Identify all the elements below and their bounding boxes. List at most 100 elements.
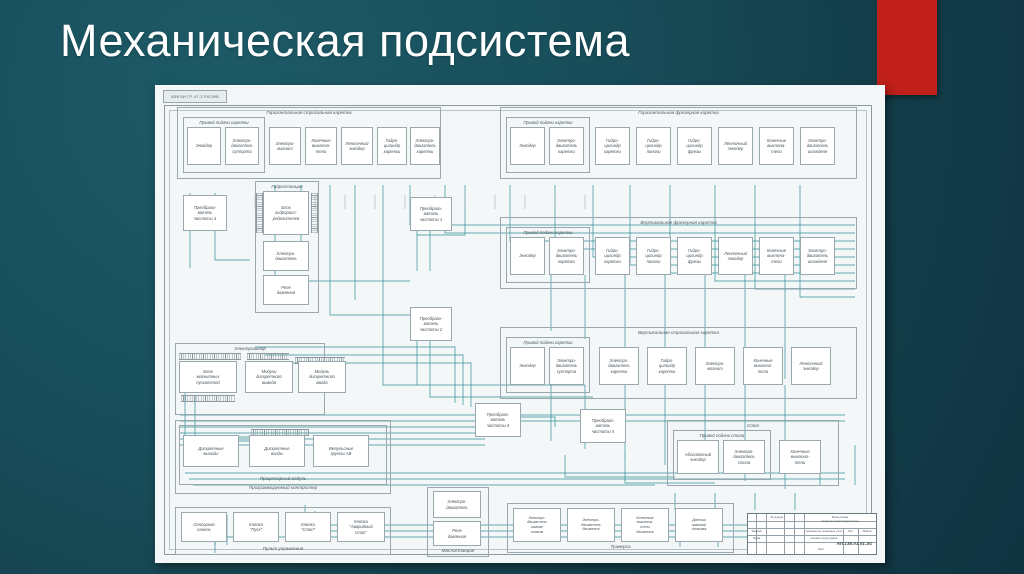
group-gorizontalnaya-strogalnaya-karetka: Горизонтальная строгальная каретка <box>177 107 441 179</box>
box-lentochnyy-enkoder[interactable]: Ленточный энкодер <box>791 347 831 385</box>
box-elektrodvigatel-karetki[interactable]: Электро- двигатель каретки <box>410 127 440 165</box>
title-block-line1: Блок-схема <box>831 515 849 519</box>
box-elektrodvigatel-gidro[interactable]: Электро- двигатель <box>263 241 309 271</box>
box-lentochnyy-enkoder[interactable]: Ленточный энкодер <box>718 127 753 165</box>
box-gidrocilindr-frezy[interactable]: Гидро- цилиндр фрезы <box>677 237 712 275</box>
box-konechnye-vyklyuchateli[interactable]: Конечные выключа- тели <box>743 347 783 385</box>
title-block-row-prov: Пров. <box>753 536 761 540</box>
box-elektromagnit[interactable]: Электро- магнит <box>695 347 735 385</box>
box-knopka-stop[interactable]: Кнопка "Стоп" <box>285 512 331 542</box>
title-block-meta-lit: Лит. <box>847 529 854 533</box>
box-elektrodvigatel-karetki[interactable]: Электро- двигатель каретки <box>549 127 584 165</box>
box-gidrocilindr-karetki[interactable]: Гидро- цилиндр каретки <box>647 347 687 385</box>
group-maslostanciya: Маслостанция <box>427 487 489 557</box>
box-absolyutnyy-enkoder[interactable]: Абсолютный энкодер <box>677 440 719 474</box>
box-elektrodvigatel-karetki[interactable]: Электро- двигатель каретки <box>549 237 584 275</box>
box-elektrodvigatel-dvizheniya[interactable]: Электро- двигатель движения <box>567 508 615 542</box>
box-preobrazovatel-chastoty-2[interactable]: Преобразо- ватель частоты 2 <box>410 307 452 341</box>
group-title: Гидростанция <box>271 184 303 189</box>
box-elektrodvigatel-karetki[interactable]: Электро- двигатель каретки <box>599 347 639 385</box>
box-knopka-pusk[interactable]: Кнопка "Пуск" <box>233 512 279 542</box>
box-impulsnye-gruppy-ab[interactable]: Импульсные группы АВ <box>313 435 369 467</box>
box-sensornaya-panel[interactable]: Сенсорная панель <box>181 512 227 542</box>
group-title: Пульт управления <box>262 546 304 551</box>
group-programmiruemyy-kontroller: Программируемый контроллер <box>175 420 391 494</box>
group-title: Вертикальная фрезерная каретка <box>640 220 717 225</box>
box-modul-diskretnogo-vvoda[interactable]: Модуль дискретного ввода <box>298 361 346 393</box>
box-enkoder[interactable]: Энкодер <box>187 127 221 165</box>
box-gidrocilindr-karetki[interactable]: Гидро- цилиндр каретки <box>377 127 407 165</box>
box-blok-gidroraspredeliteley[interactable]: Блок гидрорасп- ределителей <box>263 191 309 235</box>
box-elektrodvigatel-shpindelya[interactable]: Электро- двигатель шпинделя <box>800 127 835 165</box>
box-diskretnye-vhody[interactable]: Дискретные входы <box>249 435 305 467</box>
title-block-line4: элементов основных узлов <box>806 529 842 533</box>
subgroup-privod-podachi-karetki-2: Привод подачи каретки <box>506 117 590 173</box>
box-elektrodvigatel-maslo[interactable]: Электро- двигатель <box>433 491 481 518</box>
box-konechnye-vyklyuchateli[interactable]: Конечные выключа- тели <box>305 127 337 165</box>
box-konechnye-vyklyuchateli[interactable]: Конечные выключа- тели <box>759 237 794 275</box>
box-diskretnye-vyhody[interactable]: Дискретные выходы <box>183 435 239 467</box>
terminal-strip-left <box>256 193 263 233</box>
box-elektrodvigatel-supporta[interactable]: Электро- двигатель суппорта <box>225 127 259 165</box>
box-enkoder[interactable]: Энкодер <box>510 347 545 385</box>
group-stol: Стол <box>667 420 839 486</box>
box-konechnye-vyklyuchateli[interactable]: Конечные выключа- тели <box>759 127 794 165</box>
subgroup-privod-podachi-stola: Привод подачи стола <box>673 430 771 480</box>
box-elektrodvigatel-zazhim-otzhim[interactable]: Электро- двигатель зажим/ отжим <box>513 508 561 542</box>
group-title: Траверса <box>610 544 631 549</box>
subgroup-processornyy-modul: Процессорный модуль <box>179 425 387 485</box>
group-title: Программируемый контроллер <box>248 485 318 490</box>
group-traversa: Траверса <box>507 503 734 553</box>
box-konechnye-vyklyuchateli[interactable]: Конечные выключа- тели <box>779 440 821 474</box>
group-title: Вертикальная строгальная каретка <box>637 330 720 335</box>
box-preobrazovatel-chastoty-5[interactable]: Преобразо- ватель частоты 5 <box>580 409 626 443</box>
box-enkoder[interactable]: Энкодер <box>510 127 545 165</box>
group-title: Горизонтальная фрезерная каретка <box>638 110 719 115</box>
box-preobrazovatel-chastoty-1[interactable]: Преобразо- ватель частоты 1 <box>410 197 452 231</box>
subgroup-privod-podachi-karetki-3: Привод подачи каретки <box>506 227 590 283</box>
box-gidrocilindr-karetki[interactable]: Гидро- цилиндр каретки <box>595 127 630 165</box>
subgroup-title: Процессорный модуль <box>259 476 307 481</box>
terminal-strip-top-1 <box>179 353 241 360</box>
box-elektromagnit[interactable]: Электро- магнит <box>269 127 301 165</box>
box-preobrazovatel-chastoty-4[interactable]: Преобразо- ватель частоты 4 <box>475 403 521 437</box>
terminal-strip-top-2 <box>247 353 289 360</box>
drawing-frame-inner <box>169 110 867 550</box>
box-elektrodvigatel-stola[interactable]: Электро- двигатель стола <box>723 440 765 474</box>
box-enkoder[interactable]: Энкодер <box>510 237 545 275</box>
box-gidrocilindr-pinoli[interactable]: Гидро- цилиндр пиноли <box>636 237 671 275</box>
terminal-strip-right <box>311 193 318 233</box>
subgroup-title: Привод подачи каретки <box>523 230 573 235</box>
box-lentochnyy-enkoder[interactable]: Ленточный энкодер <box>341 127 373 165</box>
group-title: Маслостанция <box>441 548 475 553</box>
red-accent-bar <box>877 0 937 95</box>
box-blok-magnitnyh-puskateley[interactable]: Блок магнитных пускателей <box>179 361 237 393</box>
box-gidrocilindr-pinoli[interactable]: Гидро- цилиндр пиноли <box>636 127 671 165</box>
group-title: Электрошкаф <box>234 346 266 351</box>
subgroup-title: Привод подачи каретки <box>523 120 573 125</box>
title-block-line2: механической подсистемы <box>821 519 859 523</box>
box-rele-davleniya-maslo[interactable]: Реле давления <box>433 521 481 546</box>
group-gidrostanciya: Гидростанция <box>255 181 319 313</box>
subgroup-title: Привод подачи стола <box>699 433 745 438</box>
box-knopka-avariynyy-stop[interactable]: Кнопка "Аварийный стоп" <box>337 512 385 542</box>
box-gidrocilindr-karetki[interactable]: Гидро- цилиндр каретки <box>595 237 630 275</box>
box-elektrodvigatel-shpindelya[interactable]: Электро- двигатель шпинделя <box>800 237 835 275</box>
box-datchik-zazhima-otzhima[interactable]: Датчик зажима/ отжима <box>675 508 723 542</box>
group-title: Стол <box>746 423 760 428</box>
box-moduli-diskretnogo-vyvoda[interactable]: Модули дискретного вывода <box>245 361 293 393</box>
drawing-title-block: Блок-схема механической подсистемы элеме… <box>747 513 877 555</box>
subgroup-title: Привод подачи каретки <box>523 340 573 345</box>
title-block-meta-massa: Масса <box>862 529 872 533</box>
box-elektrodvigatel-supporta[interactable]: Электро- двигатель суппорта <box>549 347 584 385</box>
title-block-code: АП.135.01.01.Э1 <box>836 541 872 546</box>
box-rele-davleniya-gidro[interactable]: Реле давления <box>263 275 309 305</box>
box-konechnye-vyklyuchateli-dvizheniya[interactable]: Конечные выключа- тели движения <box>621 508 669 542</box>
box-lentochnyy-enkoder[interactable]: Ленточный энкодер <box>718 237 753 275</box>
engineering-drawing-sheet: ВЗФЭИ ГР 4Т-3 РЛОФВ <box>155 85 885 563</box>
box-gidrocilindr-frezy[interactable]: Гидро- цилиндр фрезы <box>677 127 712 165</box>
title-block-row-razrab: Разраб. <box>751 529 763 533</box>
box-preobrazovatel-chastoty-3[interactable]: Преобразо- ватель частоты 3 <box>183 195 227 231</box>
group-vertikalnaya-strogalnaya-karetka: Вертикальная строгальная каретка <box>500 327 857 399</box>
